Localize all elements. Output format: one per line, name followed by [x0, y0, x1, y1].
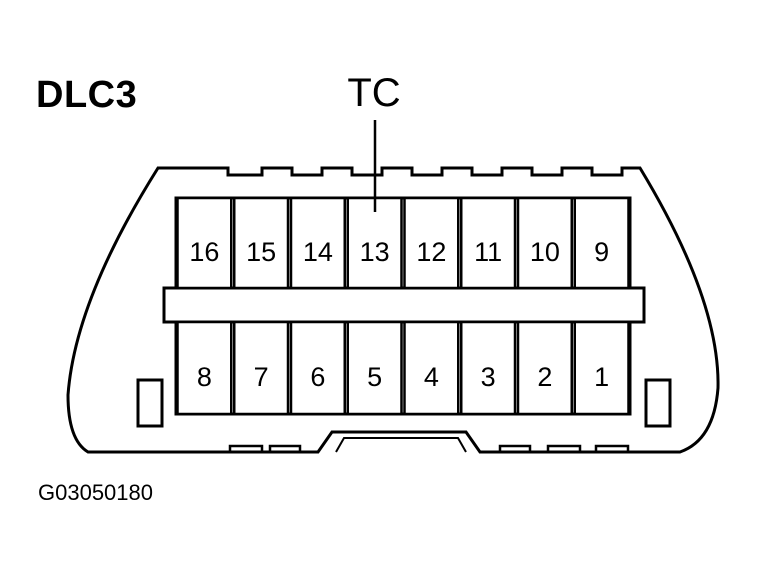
pin-cell-15 [233, 196, 290, 290]
pin-cell-9 [573, 196, 630, 290]
bottom-pin-row: 8 7 6 5 4 3 2 1 [176, 320, 630, 416]
pin-number-6: 6 [310, 362, 325, 392]
callout-label: TC [347, 71, 400, 115]
center-divider-bar [162, 286, 646, 324]
pin-number-2: 2 [537, 362, 552, 392]
connector-housing [66, 166, 720, 454]
pin-cell-5 [346, 320, 403, 416]
pin-number-11: 11 [474, 237, 502, 267]
pin-number-16: 16 [189, 237, 219, 267]
pin-cell-10 [516, 196, 573, 290]
pin-cell-7 [233, 320, 290, 416]
pin-number-9: 9 [594, 237, 609, 267]
pin-cell-12 [403, 196, 460, 290]
connector-title: DLC3 [36, 74, 138, 116]
housing-bottom-notches [228, 444, 630, 452]
pin-cell-8 [176, 320, 233, 416]
pin-cell-4 [403, 320, 460, 416]
pin-cell-6 [289, 320, 346, 416]
pin-cell-16 [176, 196, 233, 290]
figure-code: G03050180 [38, 480, 153, 505]
bottom-key-inner [335, 437, 467, 453]
pin-number-14: 14 [303, 237, 333, 267]
pin-number-13: 13 [360, 237, 390, 267]
pin-number-5: 5 [367, 362, 382, 392]
right-latch [644, 378, 672, 428]
pin-number-4: 4 [424, 362, 439, 392]
pin-number-12: 12 [416, 237, 446, 267]
top-pin-row: 16 15 14 13 12 11 10 9 [176, 196, 630, 290]
pin-cell-2 [516, 320, 573, 416]
pin-cell-11 [460, 196, 517, 290]
left-latch [136, 378, 164, 428]
pin-number-7: 7 [254, 362, 269, 392]
pin-number-10: 10 [530, 237, 560, 267]
pin-number-8: 8 [197, 362, 212, 392]
pin-cell-1 [573, 320, 630, 416]
pin-number-3: 3 [481, 362, 496, 392]
pin-number-1: 1 [594, 362, 609, 392]
pin-cell-14 [289, 196, 346, 290]
pin-cell-3 [460, 320, 517, 416]
pin-number-15: 15 [246, 237, 276, 267]
